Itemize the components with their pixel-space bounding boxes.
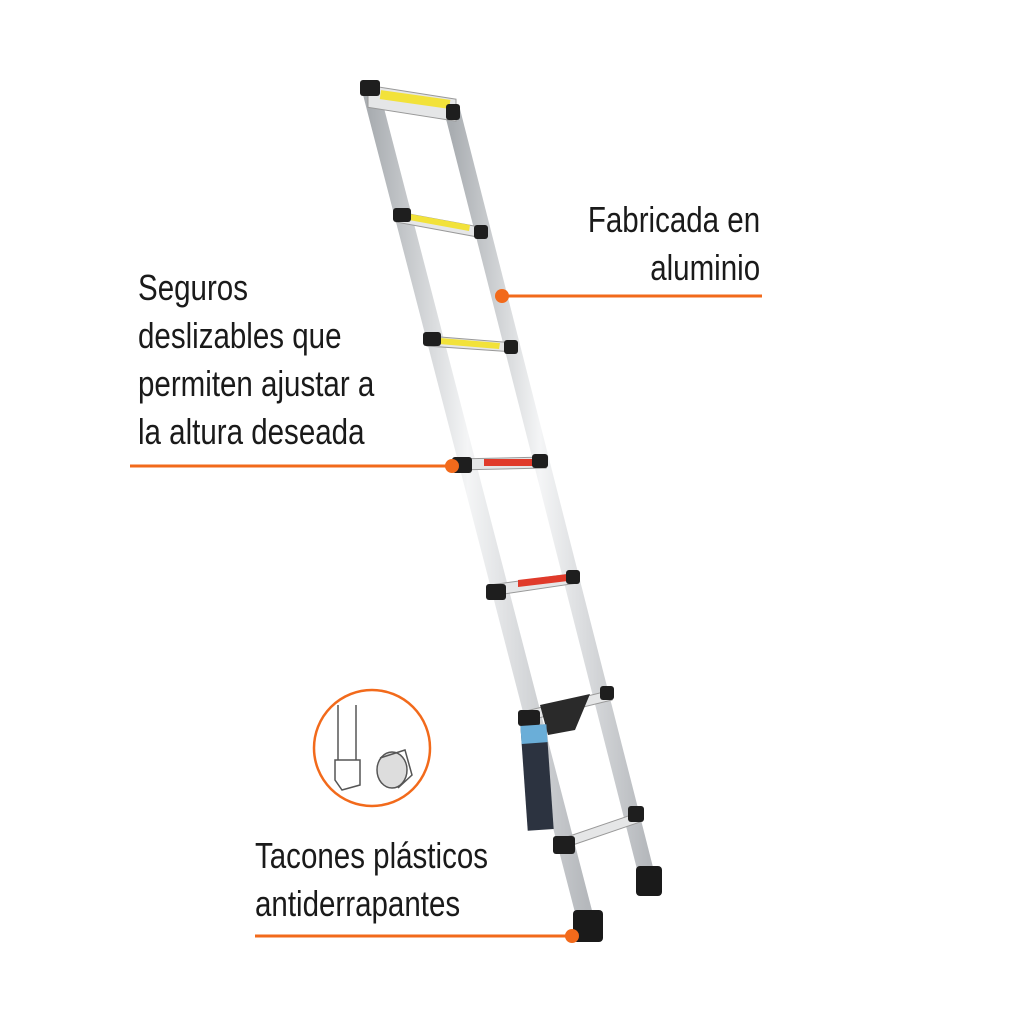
callout-feet: Tacones plásticos antiderrapantes: [255, 832, 488, 928]
plastic-feet: [573, 866, 662, 942]
callout-text: aluminio: [650, 247, 760, 288]
product-tag: [520, 724, 554, 831]
callout-text: deslizables que: [138, 315, 342, 356]
callout-text: Tacones plásticos: [255, 835, 489, 876]
rung-3: [423, 332, 518, 354]
callout-text: antiderrapantes: [255, 883, 461, 924]
ladder-rungs: [360, 80, 644, 854]
callout-text: Seguros: [138, 267, 248, 308]
callout-locks: Seguros deslizables que permiten ajustar…: [138, 264, 374, 456]
foot-detail-inset: [312, 688, 432, 808]
callout-lines: [130, 289, 762, 943]
callout-text: la altura deseada: [138, 411, 365, 452]
callout-text: Fabricada en: [587, 199, 760, 240]
callout-material: Fabricada en aluminio: [588, 196, 760, 292]
rung-2: [393, 208, 488, 239]
callout-text: permiten ajustar a: [138, 363, 375, 404]
rung-7: [553, 806, 644, 854]
rung-6: [518, 686, 614, 735]
rung-4: [452, 454, 548, 473]
rung-5: [486, 570, 580, 600]
rung-1: [360, 80, 460, 122]
